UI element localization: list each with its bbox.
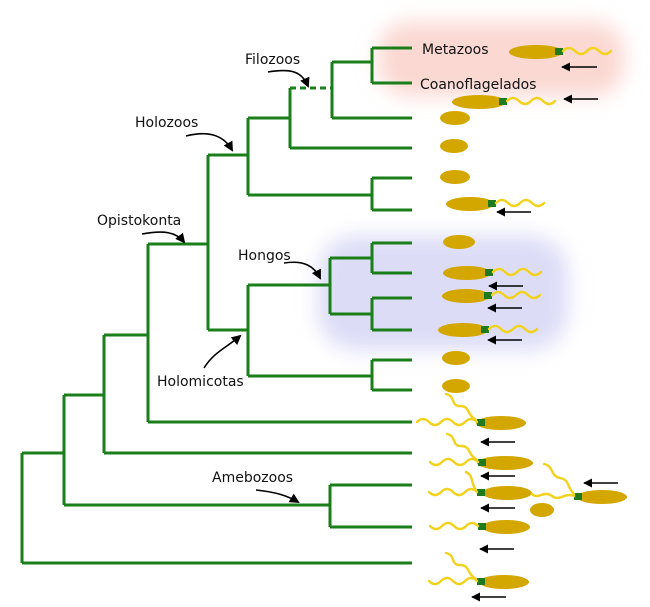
flagellum-base-11	[478, 523, 486, 530]
fungi-highlight	[318, 236, 568, 350]
flagellum-11	[428, 521, 480, 531]
cell-choanoflagellate	[452, 95, 506, 109]
cell-round-holo-2	[442, 379, 470, 393]
arrow-holozoos	[185, 132, 233, 152]
cell-amoebozoa-2	[482, 520, 530, 534]
label-holomicotas: Holomicotas	[157, 374, 244, 390]
clade-pointer-arrows	[141, 69, 321, 504]
cell-flagellate-4	[446, 197, 494, 211]
arrow-hongos	[283, 261, 321, 280]
clade-labels: Metazoos Coanoflagelados Filozoos Holozo…	[97, 42, 536, 486]
flagellum-12b	[444, 551, 478, 581]
flagellum-10b	[542, 462, 576, 496]
cell-illustrations	[438, 45, 627, 589]
flagellum-base-9	[477, 489, 485, 496]
flagellum-3	[494, 198, 546, 208]
label-coanoflagelados: Coanoflagelados	[420, 77, 536, 93]
label-amebozoos: Amebozoos	[212, 470, 293, 486]
motion-arrows	[471, 62, 618, 602]
flagellum-base-1	[555, 48, 563, 55]
cell-fungi-flagellate-1	[443, 266, 491, 280]
label-holozoos: Holozoos	[135, 115, 198, 131]
arrow-filozoos	[267, 69, 310, 88]
cell-fungi-flagellate-2	[442, 289, 490, 303]
flagellum-base-10	[574, 493, 582, 500]
flagellum-2	[505, 96, 557, 106]
flagellum-7b	[444, 392, 478, 422]
flagellum-8a	[428, 457, 480, 467]
flagellum-5	[490, 290, 542, 300]
root-branch	[20, 153, 412, 565]
label-opistokonta: Opistokonta	[97, 213, 181, 229]
cell-metazoa	[509, 45, 563, 59]
arrow-opistokonta	[141, 231, 186, 244]
flagella	[415, 46, 613, 586]
arrow-amebozoos	[255, 489, 300, 504]
label-hongos: Hongos	[238, 248, 291, 264]
flagellum-base-3	[488, 200, 496, 207]
cell-amoebozoa-small	[530, 503, 554, 517]
metazoa-highlight	[378, 22, 624, 96]
cell-apusozoa-1	[476, 416, 526, 430]
cell-fungi-round	[443, 235, 475, 249]
label-metazoos: Metazoos	[422, 42, 489, 58]
flagellum-base-6	[481, 326, 489, 333]
flagellum-9a	[427, 487, 479, 497]
arrow-holomicotas	[203, 334, 242, 369]
flagellum-base-12	[477, 578, 485, 585]
flagellum-9b	[464, 470, 478, 492]
cell-round-1	[440, 111, 470, 125]
flagellum-base-2	[499, 98, 507, 105]
amoebozoa-branches	[62, 335, 412, 529]
cell-round-3	[440, 170, 470, 184]
flagellum-4	[491, 267, 543, 277]
cell-fungi-flagellate-3	[438, 323, 488, 337]
holomycota-branches	[246, 241, 412, 392]
cell-amoebozoa-1	[482, 486, 532, 500]
flagellum-7a	[415, 417, 479, 427]
cell-outgroup	[479, 575, 529, 589]
highlight-regions	[318, 22, 624, 350]
cell-apusozoa-2	[477, 456, 533, 470]
label-filozoos: Filozoos	[245, 52, 300, 68]
flagellum-12a	[427, 576, 479, 586]
flagellum-1	[561, 46, 613, 56]
flagellum-base-8	[478, 459, 486, 466]
flagellum-base-4	[485, 269, 493, 276]
cell-amoebozoa-side	[577, 490, 627, 504]
flagellum-bases	[477, 48, 582, 585]
holozoa-branches	[246, 46, 412, 212]
flagellum-6	[487, 324, 539, 334]
cell-round-holo-1	[442, 351, 470, 365]
cell-round-2	[440, 139, 468, 153]
flagellum-base-5	[484, 292, 492, 299]
flagellum-8b	[445, 432, 479, 462]
phylogenetic-tree	[20, 46, 412, 565]
flagellum-base-7	[477, 419, 485, 426]
flagellum-10a	[530, 492, 576, 500]
